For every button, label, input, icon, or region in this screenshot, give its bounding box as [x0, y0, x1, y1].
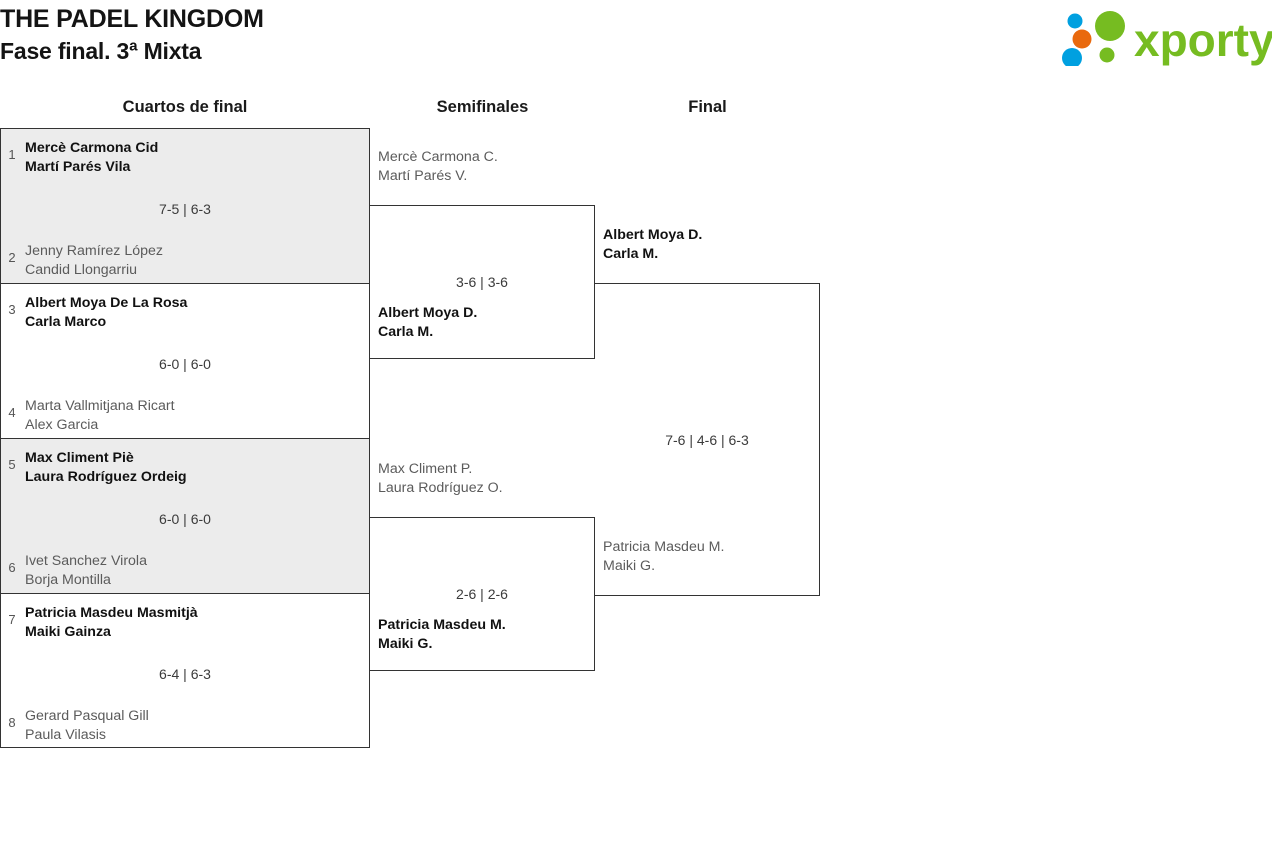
team-entry[interactable]: Marta Vallmitjana Ricart Alex Garcia [25, 397, 361, 434]
seed-number: 1 [8, 147, 16, 162]
svg-text:xporty: xporty [1134, 14, 1272, 66]
seed-number: 5 [8, 457, 16, 472]
player-name: Patricia Masdeu Masmitjà [25, 605, 198, 621]
player-name: Laura Rodríguez O. [378, 479, 503, 496]
team-entry[interactable]: Albert Moya De La Rosa Carla Marco [25, 294, 361, 331]
player-name: Martí Parés Vila [25, 158, 131, 175]
player-name: Borja Montilla [25, 571, 111, 588]
player-name: Ivet Sanchez Virola [25, 553, 147, 569]
team-entry[interactable]: Max Climent Piè Laura Rodríguez Ordeig [25, 449, 361, 486]
round-header-semifinals: Semifinales [436, 98, 529, 116]
seed-number: 7 [8, 612, 16, 627]
xporty-logo: xporty [1046, 8, 1272, 66]
match-qf-3[interactable]: 5 Max Climent Piè Laura Rodríguez Ordeig… [0, 438, 370, 593]
team-entry[interactable]: Mercè Carmona Cid Martí Parés Vila [25, 139, 361, 176]
team-entry[interactable]: Albert Moya D. Carla M. [378, 304, 477, 341]
match-score: 3-6 | 3-6 [456, 274, 508, 290]
player-name: Mercè Carmona Cid [25, 140, 159, 156]
player-name: Marta Vallmitjana Ricart [25, 398, 175, 414]
seed-number: 2 [8, 250, 16, 265]
player-name: Max Climent P. [378, 461, 473, 477]
team-entry[interactable]: Patricia Masdeu M. Maiki G. [378, 616, 506, 653]
page-title: THE PADEL KINGDOM [0, 5, 264, 33]
player-name: Albert Moya D. [378, 305, 478, 321]
match-qf-4[interactable]: 7 Patricia Masdeu Masmitjà Maiki Gainza … [0, 593, 370, 748]
team-entry[interactable]: Max Climent P. Laura Rodríguez O. [378, 460, 503, 497]
player-name: Martí Parés V. [378, 167, 468, 184]
match-score: 6-4 | 6-3 [159, 666, 211, 682]
team-entry[interactable]: Patricia Masdeu M. Maiki G. [603, 538, 724, 575]
seed-number: 3 [8, 302, 16, 317]
round-header-final: Final [688, 98, 727, 116]
seed-number: 6 [8, 560, 16, 575]
player-name: Patricia Masdeu M. [603, 539, 725, 555]
match-final[interactable]: 7-6 | 4-6 | 6-3 [595, 283, 820, 596]
player-name: Laura Rodríguez Ordeig [25, 468, 187, 485]
player-name: Gerard Pasqual Gill [25, 708, 149, 724]
match-score: 7-5 | 6-3 [159, 201, 211, 217]
seed-number: 8 [8, 715, 16, 730]
match-qf-2[interactable]: 3 Albert Moya De La Rosa Carla Marco 6-0… [0, 283, 370, 438]
team-entry[interactable]: Patricia Masdeu Masmitjà Maiki Gainza [25, 604, 361, 641]
player-name: Carla M. [603, 245, 659, 262]
team-entry[interactable]: Mercè Carmona C. Martí Parés V. [378, 148, 498, 185]
player-name: Alex Garcia [25, 416, 99, 433]
team-entry[interactable]: Jenny Ramírez López Candid Llongarriu [25, 242, 361, 279]
player-name: Candid Llongarriu [25, 261, 137, 278]
player-name: Patricia Masdeu M. [378, 617, 506, 633]
player-name: Max Climent Piè [25, 450, 134, 466]
player-name: Jenny Ramírez López [25, 243, 164, 259]
match-score: 2-6 | 2-6 [456, 586, 508, 602]
match-score: 6-0 | 6-0 [159, 511, 211, 527]
match-score: 6-0 | 6-0 [159, 356, 211, 372]
player-name: Mercè Carmona C. [378, 149, 498, 165]
match-sf-2[interactable]: 2-6 | 2-6 [370, 517, 595, 671]
match-score: 7-6 | 4-6 | 6-3 [665, 431, 749, 448]
player-name: Albert Moya D. [603, 227, 703, 243]
team-entry[interactable]: Ivet Sanchez Virola Borja Montilla [25, 552, 361, 589]
match-qf-1[interactable]: 1 Mercè Carmona Cid Martí Parés Vila 7-5… [0, 128, 370, 283]
player-name: Albert Moya De La Rosa [25, 295, 188, 311]
round-header-quarterfinals: Cuartos de final [122, 98, 248, 116]
player-name: Carla Marco [25, 313, 107, 330]
match-sf-1[interactable]: 3-6 | 3-6 [370, 205, 595, 359]
player-name: Maiki G. [378, 635, 433, 652]
player-name: Carla M. [378, 323, 434, 340]
seed-number: 4 [8, 405, 16, 420]
player-name: Paula Vilasis [25, 726, 106, 743]
page-subtitle: Fase final. 3ª Mixta [0, 38, 202, 64]
team-entry[interactable]: Gerard Pasqual Gill Paula Vilasis [25, 707, 361, 744]
player-name: Maiki Gainza [25, 623, 111, 640]
player-name: Maiki G. [603, 557, 656, 574]
team-entry[interactable]: Albert Moya D. Carla M. [603, 226, 702, 263]
